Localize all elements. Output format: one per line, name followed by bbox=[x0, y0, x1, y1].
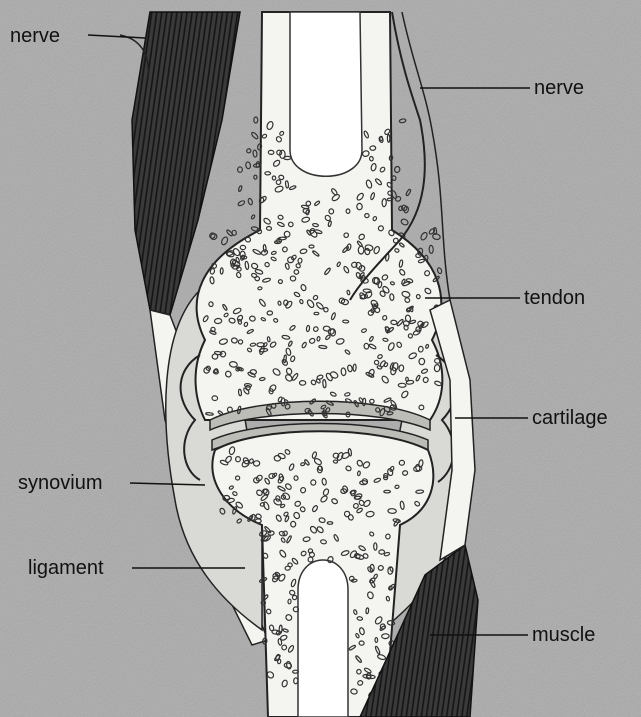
label-nerve-left: nerve bbox=[10, 26, 60, 46]
label-cartilage: cartilage bbox=[532, 408, 608, 428]
label-synovium: synovium bbox=[18, 473, 102, 493]
label-nerve-right: nerve bbox=[534, 78, 584, 98]
tibia-marrow-canal bbox=[298, 560, 348, 717]
femur-marrow-canal bbox=[290, 12, 362, 176]
label-muscle: muscle bbox=[532, 625, 595, 645]
label-ligament: ligament bbox=[28, 558, 104, 578]
label-tendon: tendon bbox=[524, 288, 585, 308]
